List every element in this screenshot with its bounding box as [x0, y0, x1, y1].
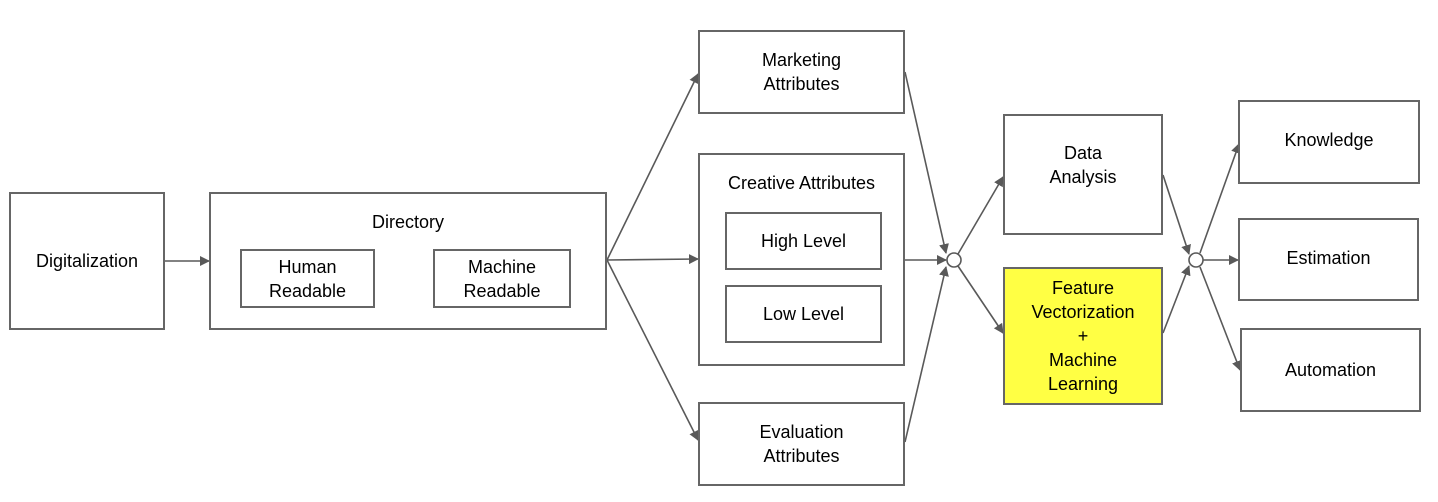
edge-directory-marketing	[606, 73, 699, 261]
edge-evaluation-junction	[904, 266, 949, 443]
edge-feature-ml-junction	[1162, 265, 1191, 334]
node-label: Marketing Attributes	[761, 50, 842, 94]
node-label: Feature Vectorization + Machine Learning	[1031, 278, 1135, 394]
node-estimation: Estimation	[1238, 218, 1419, 301]
edge-junction-data-analysis	[957, 176, 1004, 255]
node-human-readable: Human Readable	[240, 249, 375, 308]
node-feature-vectorization-machine-learning: Feature Vectorization + Machine Learning	[1003, 267, 1163, 405]
node-label: Data Analysis	[1049, 142, 1117, 187]
edge-junction-feature-ml	[957, 265, 1004, 334]
node-machine-readable: Machine Readable	[433, 249, 571, 308]
node-evaluation-attributes: Evaluation Attributes	[698, 402, 905, 486]
node-knowledge: Knowledge	[1238, 100, 1420, 184]
edge-junction-automation	[1199, 266, 1242, 371]
node-label: Knowledge	[1284, 130, 1374, 150]
node-label: Evaluation Attributes	[759, 422, 844, 466]
node-marketing-attributes: Marketing Attributes	[698, 30, 905, 114]
node-data-analysis: Data Analysis	[1003, 114, 1163, 235]
node-automation: Automation	[1240, 328, 1421, 412]
edge-junction-knowledge	[1199, 143, 1241, 254]
node-label: High Level	[760, 231, 847, 251]
node-label: Directory	[371, 212, 444, 232]
node-digitalization: Digitalization	[9, 192, 165, 330]
edge-marketing-junction	[904, 71, 949, 254]
edge-data-analysis-junction	[1162, 174, 1191, 255]
edge-directory-creative	[606, 254, 699, 265]
node-high-level: High Level	[725, 212, 882, 270]
junction-node-1	[946, 252, 962, 268]
node-label: Automation	[1284, 360, 1377, 380]
node-label: Creative Attributes	[727, 173, 876, 193]
node-label: Low Level	[762, 304, 845, 324]
junction-node-2	[1188, 252, 1204, 268]
edge-directory-evaluation	[606, 259, 699, 441]
node-label: Machine Readable	[463, 256, 541, 301]
node-low-level: Low Level	[725, 285, 882, 343]
node-label: Estimation	[1286, 247, 1371, 268]
node-label: Human Readable	[268, 256, 347, 301]
node-label: Digitalization	[35, 251, 139, 271]
